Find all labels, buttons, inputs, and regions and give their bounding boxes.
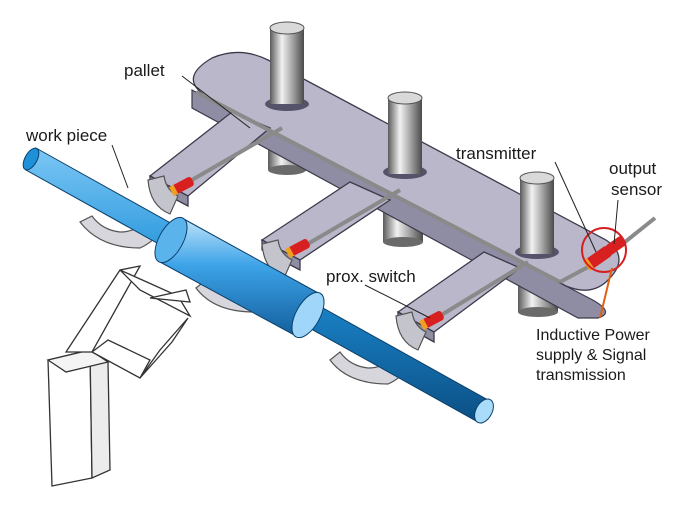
label-pallet: pallet (124, 61, 165, 80)
cylinder-stubs-lower (268, 142, 558, 317)
highlight-circle (581, 227, 627, 273)
label-sensor: sensor (611, 180, 663, 199)
robot-gripper (46, 265, 192, 487)
label-inductive-line1: Inductive Power (536, 327, 650, 344)
label-transmitter: transmitter (456, 144, 537, 163)
label-work-piece: work piece (26, 126, 108, 145)
label-inductive-line3: transmission (536, 367, 626, 384)
workpiece-sleeve (154, 216, 325, 339)
locating-pins (265, 21, 559, 259)
label-inductive-transmission: Inductive Power supply & Signal transmis… (536, 326, 681, 386)
label-output: output (609, 159, 657, 178)
label-inductive-line2: supply & Signal (536, 347, 647, 364)
label-prox-switch: prox. switch (326, 267, 416, 286)
proximity-switches (169, 177, 444, 331)
v-block-supports (79, 175, 427, 385)
leader-lines (111, 75, 619, 319)
